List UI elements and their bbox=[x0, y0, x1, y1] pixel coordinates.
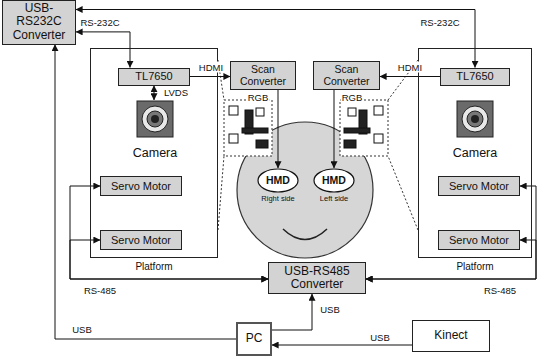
node-label: USB-RS232C Converter bbox=[6, 2, 72, 42]
motor-block bbox=[229, 106, 238, 115]
platform-frame: PlatformTL7650CameraServo MotorServo Mot… bbox=[418, 48, 532, 258]
node-label: Servo Motor bbox=[449, 234, 509, 246]
hmd-display: HMDLeft side bbox=[313, 168, 355, 206]
node-label: TL7650 bbox=[456, 70, 493, 82]
node-label: PC bbox=[246, 332, 263, 345]
node-label: USB-RS485 Converter bbox=[272, 265, 362, 291]
signal-connector bbox=[55, 45, 236, 340]
node-label: HMD bbox=[257, 168, 299, 192]
node-label: Camera bbox=[436, 146, 514, 160]
signal-connector bbox=[76, 32, 130, 68]
signal-label: RGB bbox=[341, 92, 364, 103]
servo-box: Servo Motor bbox=[100, 176, 182, 196]
arm bbox=[344, 140, 356, 148]
head bbox=[237, 122, 373, 258]
sub-caption: Left side bbox=[307, 194, 361, 203]
platform-frame: PlatformTL7650CameraServo MotorServo Mot… bbox=[90, 48, 218, 258]
signal-connector bbox=[76, 10, 475, 68]
servo-box: Servo Motor bbox=[438, 176, 520, 196]
camera-unit: Camera bbox=[446, 98, 504, 160]
computer-box: PC bbox=[236, 322, 272, 356]
signal-label: HDMI bbox=[198, 62, 224, 73]
signal-connector bbox=[272, 345, 412, 346]
zoom-line bbox=[218, 156, 224, 230]
zoom-line bbox=[388, 156, 418, 230]
signal-connector bbox=[272, 294, 312, 330]
signal-connector bbox=[278, 90, 279, 168]
converter-box: USB-RS485 Converter bbox=[268, 262, 366, 294]
arm bbox=[256, 140, 268, 148]
node-label: Scan Converter bbox=[234, 64, 292, 87]
zoom-box bbox=[340, 100, 388, 156]
signal-label: LVDS bbox=[163, 87, 189, 98]
node-label: TL7650 bbox=[135, 70, 172, 82]
converter-box: Scan Converter bbox=[313, 61, 380, 90]
node-label: Camera bbox=[116, 146, 194, 160]
node-label: Servo Motor bbox=[111, 234, 171, 246]
node-label: HMD bbox=[313, 168, 355, 192]
signal-label: RS-485 bbox=[483, 285, 517, 296]
smile bbox=[283, 229, 327, 240]
converter-box: USB-RS232C Converter bbox=[2, 0, 76, 45]
servo-box: Servo Motor bbox=[438, 230, 520, 250]
signal-label: RS-232C bbox=[419, 17, 460, 28]
servo-box: Servo Motor bbox=[100, 230, 182, 250]
zoom-box bbox=[224, 100, 272, 156]
signal-connector bbox=[366, 186, 536, 279]
node-label: Servo Motor bbox=[111, 180, 171, 192]
motor-block bbox=[374, 106, 383, 115]
motor-block bbox=[374, 134, 383, 143]
frame-caption: Platform bbox=[419, 261, 531, 272]
mechanism-left bbox=[229, 106, 268, 148]
signal-connector bbox=[380, 76, 440, 77]
node-label: Scan Converter bbox=[317, 64, 376, 87]
camera-unit: Camera bbox=[126, 98, 184, 160]
node-label: Servo Motor bbox=[449, 180, 509, 192]
motor-block bbox=[348, 108, 356, 116]
signal-label: RGB bbox=[247, 92, 270, 103]
signal-label: HDMI bbox=[397, 62, 423, 73]
board-box: TL7650 bbox=[440, 68, 510, 86]
converter-box: Scan Converter bbox=[230, 61, 296, 90]
signal-label: USB bbox=[369, 332, 391, 343]
frame-caption: Platform bbox=[91, 261, 217, 272]
arm bbox=[242, 128, 268, 133]
signal-connector bbox=[334, 90, 335, 168]
signal-label: RS-485 bbox=[83, 285, 117, 296]
hmd-display: HMDRight side bbox=[257, 168, 299, 206]
motor-block bbox=[256, 108, 264, 116]
sensor-box: Kinect bbox=[412, 320, 490, 352]
motor-block bbox=[229, 134, 238, 143]
node-label: Kinect bbox=[434, 329, 467, 342]
signal-label: USB bbox=[319, 304, 341, 315]
board-box: TL7650 bbox=[118, 68, 190, 86]
signal-connector bbox=[190, 76, 230, 77]
signal-connector bbox=[154, 86, 155, 101]
head-circle bbox=[237, 122, 373, 258]
signal-label: RS-232C bbox=[79, 17, 120, 28]
arm bbox=[344, 128, 370, 133]
camera-icon bbox=[456, 100, 494, 138]
mechanism-right bbox=[344, 106, 383, 148]
signal-label: USB bbox=[71, 324, 93, 335]
camera-icon bbox=[136, 100, 174, 138]
sub-caption: Right side bbox=[251, 194, 305, 203]
signal-connector bbox=[70, 186, 268, 279]
